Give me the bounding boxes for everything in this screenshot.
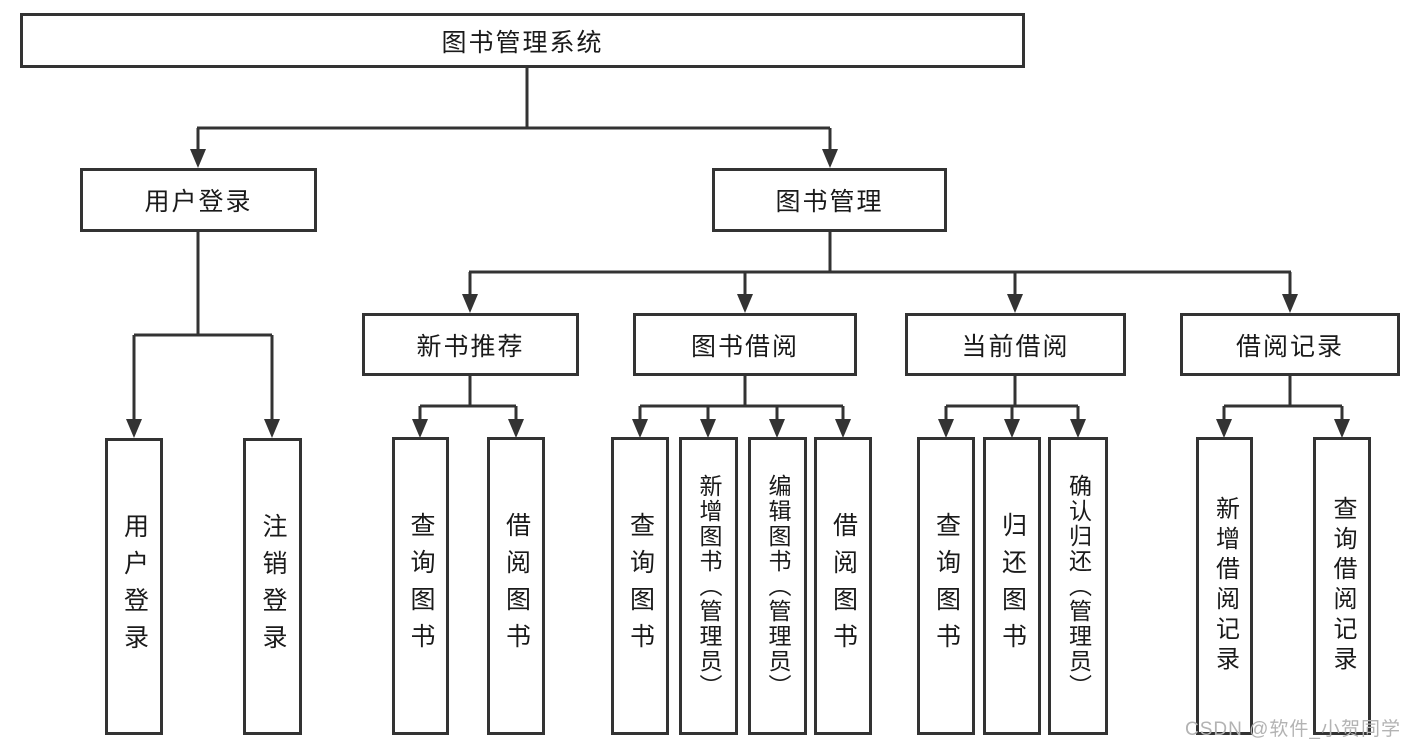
node-new-book-recommendation: 新书推荐 [362, 313, 579, 376]
leaf-query-borrow-record: 查询借阅记录 [1313, 437, 1371, 735]
arrow-down-icon [1007, 294, 1023, 313]
csdn-watermark: CSDN @软件_小贺同学 [1185, 719, 1401, 740]
arrow-down-icon [462, 294, 478, 313]
leaf-borrow-books: 借阅图书 [814, 437, 872, 735]
arrow-down-icon [700, 419, 716, 438]
arrow-down-icon [264, 419, 280, 438]
leaf-return-books: 归还图书 [983, 437, 1041, 735]
arrow-down-icon [508, 419, 524, 438]
leaf-query-books-borrowing: 查询图书 [611, 437, 669, 735]
leaf-user-login: 用户登录 [105, 438, 163, 735]
arrow-down-icon [938, 419, 954, 438]
node-current-borrowing: 当前借阅 [905, 313, 1126, 376]
leaf-logout: 注销登录 [243, 438, 302, 735]
node-book-borrowing: 图书借阅 [633, 313, 857, 376]
node-user-login: 用户登录 [80, 168, 317, 232]
arrow-heads [126, 149, 1350, 438]
leaf-add-books-admin: 新增图书（管理员） [679, 437, 738, 735]
arrow-down-icon [1004, 419, 1020, 438]
arrow-down-icon [1282, 294, 1298, 313]
arrow-down-icon [1070, 419, 1086, 438]
leaf-borrow-books-recommend: 借阅图书 [487, 437, 545, 735]
arrow-down-icon [632, 419, 648, 438]
arrow-down-icon [835, 419, 851, 438]
leaf-query-books-recommend: 查询图书 [392, 437, 449, 735]
leaf-confirm-return-admin: 确认归还（管理员） [1048, 437, 1108, 735]
leaf-query-books-current: 查询图书 [917, 437, 975, 735]
arrow-down-icon [822, 149, 838, 168]
arrow-down-icon [412, 419, 428, 438]
connector-lines [132, 68, 1344, 420]
node-library-management-system: 图书管理系统 [20, 13, 1025, 68]
arrow-down-icon [737, 294, 753, 313]
arrow-down-icon [126, 419, 142, 438]
node-borrowing-records: 借阅记录 [1180, 313, 1400, 376]
node-book-management: 图书管理 [712, 168, 947, 232]
leaf-add-borrow-record: 新增借阅记录 [1196, 437, 1253, 735]
arrow-down-icon [1216, 419, 1232, 438]
leaf-edit-books-admin: 编辑图书（管理员） [748, 437, 807, 735]
arrow-down-icon [769, 419, 785, 438]
arrow-down-icon [1334, 419, 1350, 438]
arrow-down-icon [190, 149, 206, 168]
